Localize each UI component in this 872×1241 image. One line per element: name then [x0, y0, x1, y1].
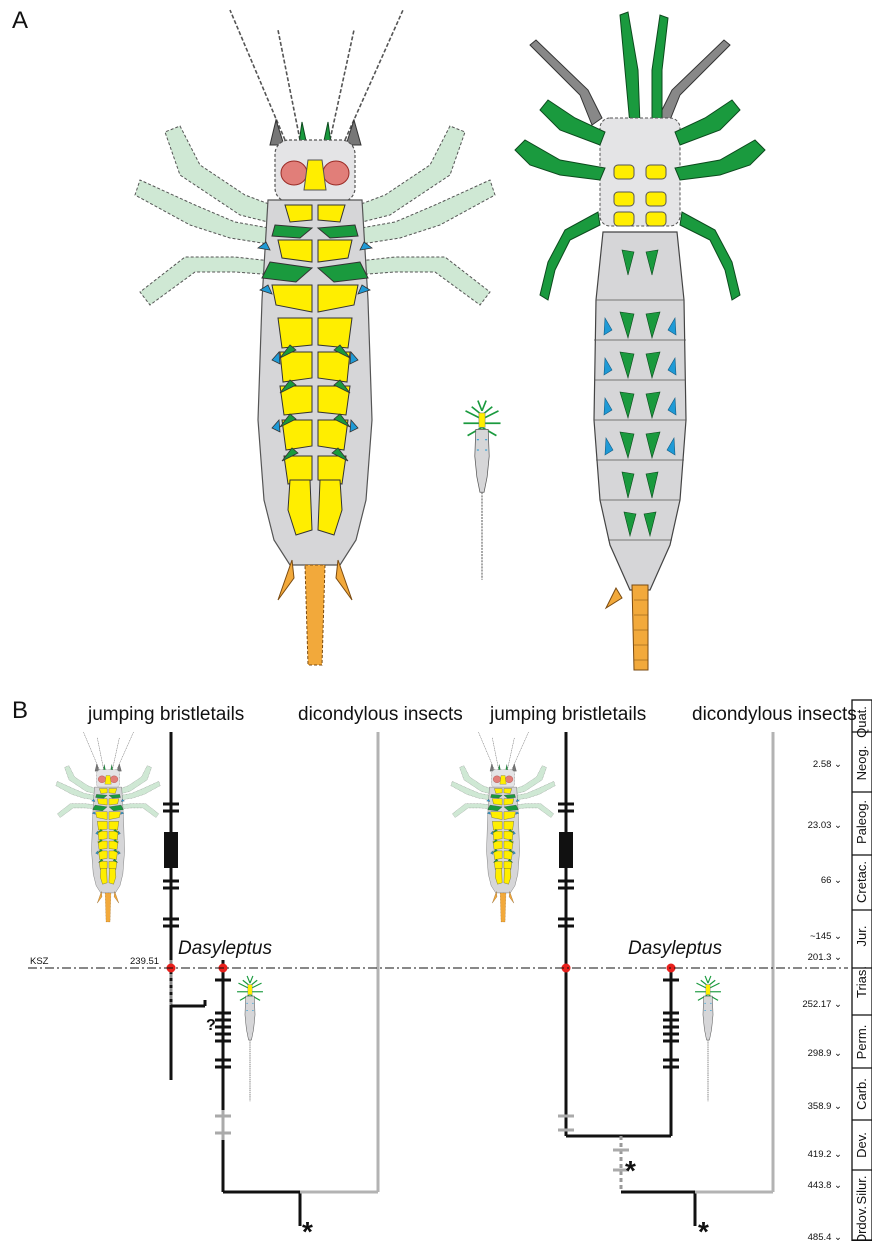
monura-dorsal-reconstruction — [515, 12, 765, 670]
period-label: Carb. — [854, 1078, 869, 1110]
right-dasyleptus-thumbnail — [695, 976, 721, 1101]
geologic-timescale: 2.58 ⌄ 23.03 ⌄ 66 ⌄ ~145 ⌄ 201.3 ⌄ 252.17 ⌄ 29… — [802, 700, 872, 1241]
right-tree-branches — [558, 732, 773, 1226]
right-node-asterisk-lower: * — [698, 1216, 709, 1241]
age-label: 66 ⌄ — [821, 875, 842, 886]
right-clade-jumping-bristletails: jumping bristletails — [489, 704, 646, 725]
panel-a-letter: A — [12, 7, 28, 34]
left-clade-jumping-bristletails: jumping bristletails — [87, 704, 244, 725]
left-dasyleptus-thumbnail — [237, 976, 263, 1101]
age-label: 298.9 ⌄ — [808, 1048, 842, 1059]
left-tree-branches — [163, 732, 378, 1226]
left-tree-monura-thumbnail — [56, 732, 160, 922]
age-label: 358.9 ⌄ — [808, 1101, 842, 1112]
age-label: ~145 ⌄ — [810, 931, 842, 942]
right-clade-dicondylous-insects: dicondylous insects — [692, 704, 857, 725]
monura-ventral-reconstruction — [135, 10, 495, 665]
right-tree-monura-thumbnail — [451, 732, 555, 922]
period-label: Neog. — [854, 746, 869, 781]
age-label: 419.2 ⌄ — [808, 1149, 842, 1160]
age-label: 252.17 ⌄ — [802, 999, 842, 1010]
period-label: Jur. — [854, 926, 869, 947]
period-label: Dev. — [854, 1132, 869, 1158]
ksz-label: KSZ — [30, 956, 49, 967]
age-label: 23.03 ⌄ — [808, 820, 842, 831]
period-label: Ordov. — [854, 1206, 869, 1241]
left-dasyleptus-label: Dasyleptus — [178, 938, 272, 959]
ksz-age-label: 239.51 — [130, 956, 159, 967]
age-label: 2.58 ⌄ — [813, 759, 842, 770]
left-clade-dicondylous-insects: dicondylous insects — [298, 704, 463, 725]
dasyleptus-small-reconstruction-a — [463, 401, 500, 580]
period-label: Quat. — [854, 706, 869, 738]
age-label: 443.8 ⌄ — [808, 1180, 842, 1191]
left-node-asterisk: * — [302, 1216, 313, 1241]
right-node-asterisk-upper: * — [625, 1155, 636, 1186]
age-label: 485.4 ⌄ — [808, 1232, 842, 1241]
panel-b-letter: B — [12, 697, 28, 724]
age-label: 201.3 ⌄ — [808, 952, 842, 963]
period-label: Perm. — [854, 1025, 869, 1060]
uncertain-mark: ? — [206, 1017, 216, 1034]
period-label: Trias. — [854, 966, 869, 998]
right-dasyleptus-label: Dasyleptus — [628, 938, 722, 959]
period-label: Silur. — [854, 1176, 869, 1205]
period-label: Cretac. — [854, 861, 869, 903]
period-label: Paleog. — [854, 800, 869, 844]
